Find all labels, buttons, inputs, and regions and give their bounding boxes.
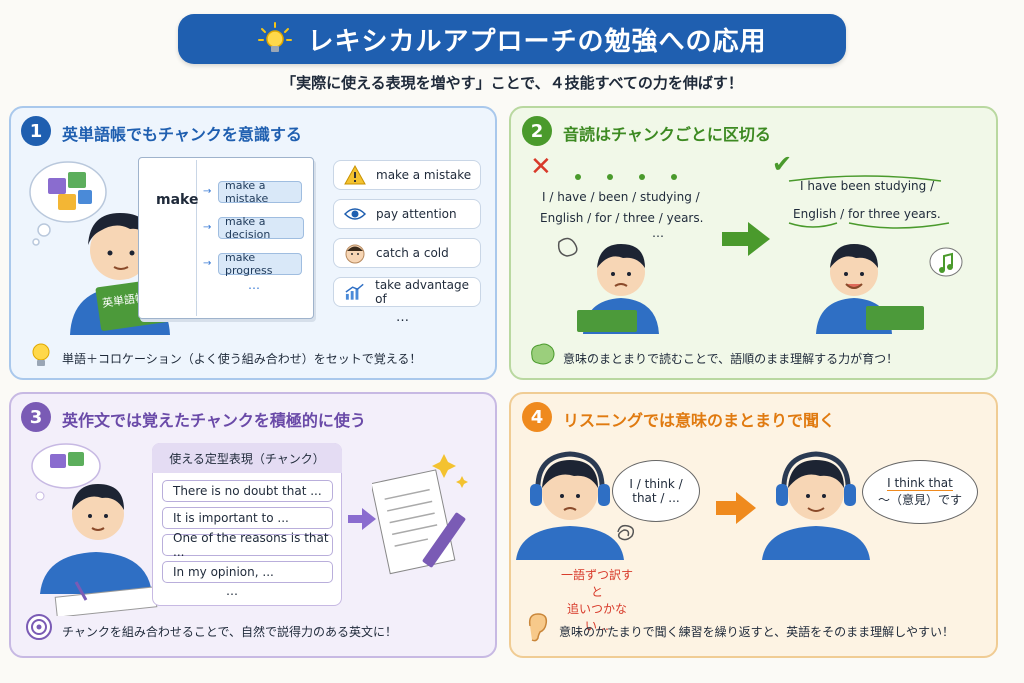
- warning-icon: [344, 165, 366, 185]
- page-subtitle: 「実際に使える表現を増やす」ことで、４技能すべての力を伸ばす！: [281, 74, 743, 92]
- scribble-confusion-icon: [617, 524, 635, 541]
- panel2-footer: 意味のまとまりで読むことで、語順のまま理解する力が育つ！: [563, 352, 899, 366]
- ear-icon: [528, 613, 548, 642]
- arrow-icon: →: [203, 186, 212, 197]
- arrow-right-icon: [716, 492, 756, 524]
- student-writing-illustration: [40, 484, 158, 616]
- panel4-heading: リスニングでは意味のまとまりで聞く: [563, 411, 836, 430]
- panel3-heading: 英作文では覚えたチャンクを積極的に使う: [62, 411, 366, 430]
- chunk-chip: take advantage of: [333, 277, 481, 307]
- caption-line: 一語ずつ訳すと: [560, 568, 633, 599]
- thought-bubble-puzzle-icon: [29, 161, 107, 246]
- word-by-word-bubble: I / think / that / ...: [612, 460, 700, 522]
- book-spine-divider: [196, 160, 197, 316]
- chunk-chip: make a mistake: [333, 160, 481, 190]
- panel1-heading: 英単語帳でもチャンクを意識する: [62, 125, 302, 144]
- chip-label: pay attention: [376, 207, 457, 221]
- pause-dots: [575, 174, 677, 180]
- happy-student-illustration: [816, 244, 924, 334]
- chunk-chip: catch a cold: [333, 238, 481, 268]
- panel2-number-badge: 2: [522, 116, 552, 146]
- collocation-item: make a decision: [218, 215, 304, 241]
- stressed-listener-illustration: [516, 451, 624, 560]
- caption-line: 追いつかない…: [566, 602, 627, 633]
- word-by-word-line1: I / have / been / studying /: [542, 190, 700, 204]
- panel-listening: [509, 392, 998, 658]
- check-mark-icon: ✔: [772, 150, 793, 178]
- lightbulb-icon: [258, 22, 293, 52]
- chip-label: catch a cold: [376, 246, 449, 260]
- phrases-ellipsis: …: [226, 584, 238, 598]
- phrase-item: One of the reasons is that ...: [162, 531, 333, 559]
- chunk-bubble: I think that ～（意見）です: [862, 460, 978, 524]
- word-by-word-line2: English / for / three / years.: [540, 211, 704, 225]
- confused-student-illustration: [557, 237, 659, 334]
- panel1-number-badge: 1: [21, 116, 51, 146]
- phrase-item: It is important to ...: [162, 507, 333, 529]
- bubble-line: I / think /: [629, 477, 683, 491]
- brain-icon: [531, 343, 555, 365]
- wrong-mark-icon: ✕: [530, 152, 552, 182]
- sick-face-icon: [345, 244, 365, 264]
- book-headword: make: [156, 192, 199, 208]
- panel4-number-badge: 4: [522, 402, 552, 432]
- panel4-footer: 意味のかたまりで聞く練習を繰り返すと、英語をそのまま理解しやすい！: [559, 625, 955, 639]
- page-title: レキシカルアプローチの勉強への応用: [307, 26, 767, 57]
- bubble-line: ～（意見）です: [877, 493, 962, 507]
- lightbulb-icon: [32, 343, 50, 366]
- panel2-heading: 音読はチャンクごとに区切る: [563, 125, 771, 144]
- target-icon: [26, 614, 52, 640]
- chip-label: take advantage of: [375, 278, 469, 306]
- growth-chart-icon: [345, 283, 364, 300]
- collocation-item: make progress: [218, 251, 302, 277]
- word-by-word-ellipsis: …: [652, 226, 664, 240]
- chunk-arcs: [788, 175, 950, 229]
- chip-label: make a mistake: [376, 168, 472, 182]
- chunked-line1: I have been studying /: [800, 179, 935, 193]
- panel3-footer: チャンクを組み合わせることで、自然で説得力のある英文に！: [62, 625, 398, 639]
- panel3-number-badge: 3: [21, 402, 51, 432]
- arrow-icon: →: [203, 258, 212, 269]
- struggle-caption: 一語ずつ訳すと 追いつかない…: [557, 566, 637, 634]
- chunk-chip: pay attention: [333, 199, 481, 229]
- collocation-item: make a mistake: [218, 179, 302, 205]
- bubble-line: I think that: [887, 476, 953, 491]
- arrow-icon: →: [203, 222, 212, 233]
- relaxed-listener-illustration: [762, 451, 870, 560]
- paper-and-pen-icon: [372, 454, 468, 575]
- thought-bubble-puzzle-icon: [31, 443, 101, 501]
- chunk-list-title: 使える定型表現（チャンク）: [152, 443, 342, 473]
- title-banner: レキシカルアプローチの勉強への応用: [178, 14, 846, 64]
- phrase-item: There is no doubt that ...: [162, 480, 333, 502]
- arrow-right-icon: [348, 508, 376, 530]
- collocations-ellipsis: …: [248, 278, 260, 292]
- panel1-footer: 単語＋コロケーション（よく使う組み合わせ）をセットで覚える！: [62, 352, 422, 366]
- arrow-right-icon: [722, 222, 770, 256]
- chips-ellipsis: …: [396, 310, 409, 325]
- bubble-line: that / ...: [632, 491, 680, 505]
- chunked-line2: English / for three years.: [793, 207, 941, 221]
- music-note-bubble-icon: [929, 247, 963, 277]
- phrase-item: In my opinion, ...: [162, 561, 333, 583]
- eye-icon: [344, 208, 366, 220]
